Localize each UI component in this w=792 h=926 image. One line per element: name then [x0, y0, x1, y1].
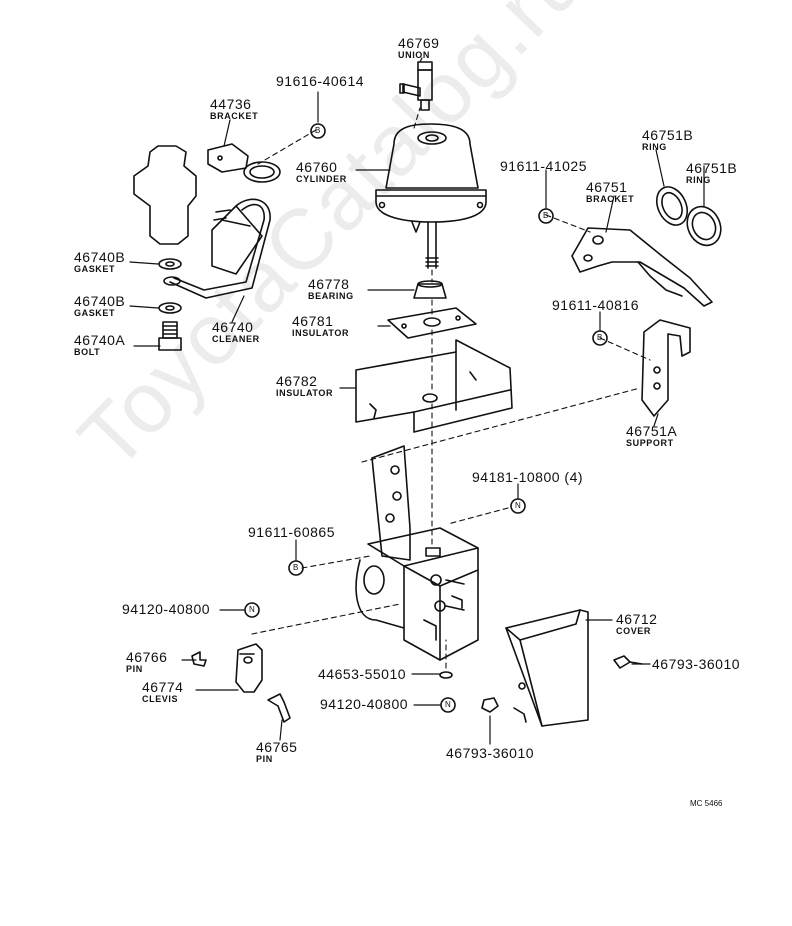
- part-number: 46751B: [642, 127, 694, 143]
- bracket-46751-shape: [571, 227, 713, 307]
- part-name: BOLT: [74, 347, 101, 357]
- main-bracket-assembly: [355, 445, 479, 661]
- insulator-plate-46781: [387, 307, 477, 339]
- part-name: GASKET: [74, 308, 116, 318]
- part-number: 46712: [616, 611, 658, 627]
- part-name: PIN: [126, 664, 143, 674]
- part-number: 46778: [308, 276, 350, 292]
- cover-46712-shape: [505, 609, 589, 727]
- insulator-bracket-46782: [355, 339, 513, 433]
- part-number: 46781: [292, 313, 334, 329]
- part-number: 44653-55010: [318, 666, 407, 682]
- pin-46765-shape: [267, 693, 291, 723]
- part-number: 46774: [142, 679, 184, 695]
- cylinder-diaphragm: [375, 123, 487, 269]
- part-number: 46793-36010: [652, 656, 741, 672]
- b-marker-1: [310, 123, 326, 139]
- clevis-46774-shape: [235, 643, 263, 693]
- marker-letter: B: [597, 333, 603, 342]
- part-number: 46751A: [626, 423, 678, 439]
- part-name: BRACKET: [210, 111, 259, 121]
- marker-letter: N: [249, 605, 255, 614]
- bolt-46793-a: [613, 655, 643, 669]
- part-name: CYLINDER: [296, 174, 347, 184]
- marker-letter: B: [293, 563, 299, 572]
- part-number: 91611-40816: [552, 297, 639, 313]
- pin-46766-shape: [191, 651, 207, 667]
- washer-44653: [439, 671, 453, 679]
- drawing-code: MC 5466: [690, 799, 723, 808]
- part-number: 46766: [126, 649, 168, 665]
- b-marker-2: [538, 208, 554, 224]
- part-name: RING: [642, 142, 667, 152]
- part-number: 94181-10800 (4): [472, 469, 584, 485]
- n-marker-3: [440, 697, 456, 713]
- ring-46751b-b: [686, 205, 722, 247]
- part-name: GASKET: [74, 264, 116, 274]
- bracket-44736-shape: [207, 143, 281, 183]
- part-name: BEARING: [308, 291, 354, 301]
- part-number: 46740B: [74, 249, 126, 265]
- part-number: 46782: [276, 373, 318, 389]
- part-number: 94120-40800: [122, 601, 211, 617]
- b-marker-4: [288, 560, 304, 576]
- part-name: BRACKET: [586, 194, 635, 204]
- part-number: 91611-41025: [500, 158, 587, 174]
- part-name: INSULATOR: [276, 388, 334, 398]
- support-46751a-shape: [641, 319, 691, 417]
- marker-letter: N: [515, 501, 521, 510]
- part-number: 46793-36010: [446, 745, 535, 761]
- part-name: INSULATOR: [292, 328, 350, 338]
- part-number: 46751B: [686, 160, 738, 176]
- bolt-46740a: [158, 321, 182, 351]
- part-name: CLEANER: [212, 334, 260, 344]
- bolt-46793-b: [481, 697, 499, 713]
- gasket-46740b-upper: [158, 258, 182, 270]
- bearing: [413, 280, 447, 299]
- part-name: UNION: [398, 50, 430, 60]
- part-number: 46760: [296, 159, 338, 175]
- explosion-lines: [251, 107, 651, 669]
- part-number: 46769: [398, 35, 440, 51]
- union-fitting: [399, 61, 433, 111]
- n-marker-1: [510, 498, 526, 514]
- leader-lines: [129, 57, 705, 745]
- part-name: SUPPORT: [626, 438, 674, 448]
- part-name: CLEVIS: [142, 694, 179, 704]
- part-name: RING: [686, 175, 711, 185]
- marker-letter: B: [543, 211, 549, 220]
- marker-letter: N: [445, 700, 451, 709]
- n-marker-2: [244, 602, 260, 618]
- ring-46751b-a: [655, 186, 689, 226]
- part-number: 46765: [256, 739, 298, 755]
- part-number: 94120-40800: [320, 696, 409, 712]
- marker-letter: B: [315, 126, 321, 135]
- part-name: COVER: [616, 626, 652, 636]
- part-number: 44736: [210, 96, 252, 112]
- b-marker-3: [592, 330, 608, 346]
- part-number: 46751: [586, 179, 628, 195]
- part-name: PIN: [256, 754, 273, 764]
- air-cleaner: [163, 198, 271, 299]
- part-number: 46740: [212, 319, 254, 335]
- part-number: 91611-60865: [248, 524, 335, 540]
- part-number: 91616-40614: [276, 73, 365, 89]
- carburetor-outline: [133, 145, 197, 245]
- part-number: 46740A: [74, 332, 126, 348]
- gasket-46740b-lower: [158, 302, 182, 314]
- part-number: 46740B: [74, 293, 126, 309]
